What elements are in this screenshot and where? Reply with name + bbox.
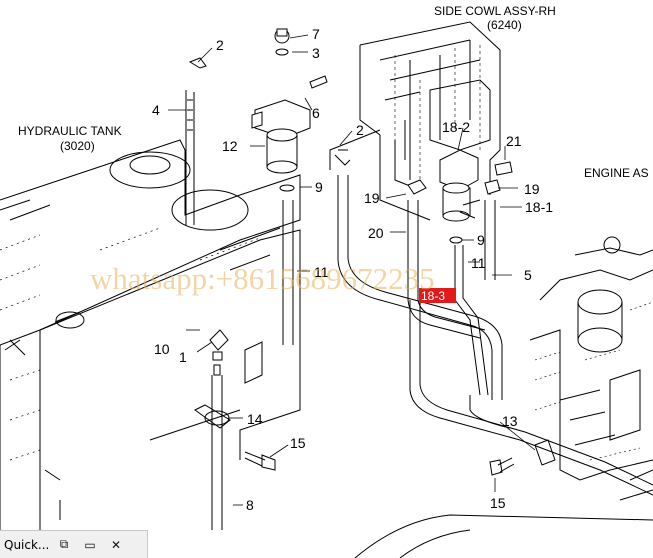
callout-20: 20 <box>368 225 384 241</box>
callout-21: 21 <box>506 133 522 149</box>
callout-numbers: 2 7 3 4 6 12 9 2 11 10 1 14 15 8 18-2 21… <box>152 26 553 513</box>
fuel-filter-left <box>251 28 328 192</box>
side-cowl-title: SIDE COWL ASSY-RH <box>434 4 556 18</box>
callout-9: 9 <box>315 179 323 195</box>
tank-hatch-lines <box>0 227 261 461</box>
highlighted-callout-18-3[interactable]: 18-3 <box>421 289 445 303</box>
fuel-filter-right <box>407 149 513 244</box>
callout-13: 13 <box>502 413 518 429</box>
minimized-window-tab[interactable]: Quick... ⧉ ▭ ✕ <box>0 530 148 558</box>
engine-drawing <box>529 236 653 501</box>
hydraulic-tank-code: (3020) <box>60 139 95 153</box>
side-cowl-drawing <box>329 21 501 221</box>
watermark-text: whatsapp:+8615689672235 <box>90 261 435 296</box>
callout-18-2: 18-2 <box>442 119 470 135</box>
highlighted-callout-box[interactable] <box>419 288 456 303</box>
engine-hatch <box>534 301 653 461</box>
restore-window-icon[interactable]: ⧉ <box>59 537 69 551</box>
callout-15: 15 <box>290 435 306 451</box>
hydraulic-tank-drawing <box>0 139 301 530</box>
callout-14: 14 <box>247 411 263 427</box>
callout-7: 7 <box>312 26 320 42</box>
callout-19-right: 19 <box>524 181 540 197</box>
callout-5: 5 <box>524 267 532 283</box>
window-title[interactable]: Quick... <box>4 537 48 552</box>
callout-11: 11 <box>314 264 329 280</box>
callout-18-1: 18-1 <box>525 199 553 215</box>
callout-15-right: 15 <box>490 495 506 511</box>
side-cowl-code: (6240) <box>487 18 522 32</box>
callout-3: 3 <box>312 45 320 61</box>
callout-2-right: 2 <box>356 122 364 138</box>
callout-11-right: 11 <box>471 255 486 271</box>
callout-9-right: 9 <box>477 232 485 248</box>
callout-19: 19 <box>364 190 380 206</box>
callout-2: 2 <box>216 37 224 53</box>
callout-4: 4 <box>152 102 160 118</box>
leader-lines <box>168 34 536 506</box>
callout-12: 12 <box>222 138 238 154</box>
hydraulic-tank-title: HYDRAULIC TANK <box>18 124 122 138</box>
hoses-and-pipes <box>185 57 653 558</box>
callout-10: 10 <box>154 341 170 357</box>
close-icon[interactable]: ✕ <box>110 537 122 552</box>
minimize-icon[interactable]: ▭ <box>84 537 96 552</box>
callout-8: 8 <box>246 497 254 513</box>
engine-title: ENGINE AS <box>584 166 649 180</box>
callout-1: 1 <box>179 349 187 365</box>
callout-6: 6 <box>312 105 320 121</box>
